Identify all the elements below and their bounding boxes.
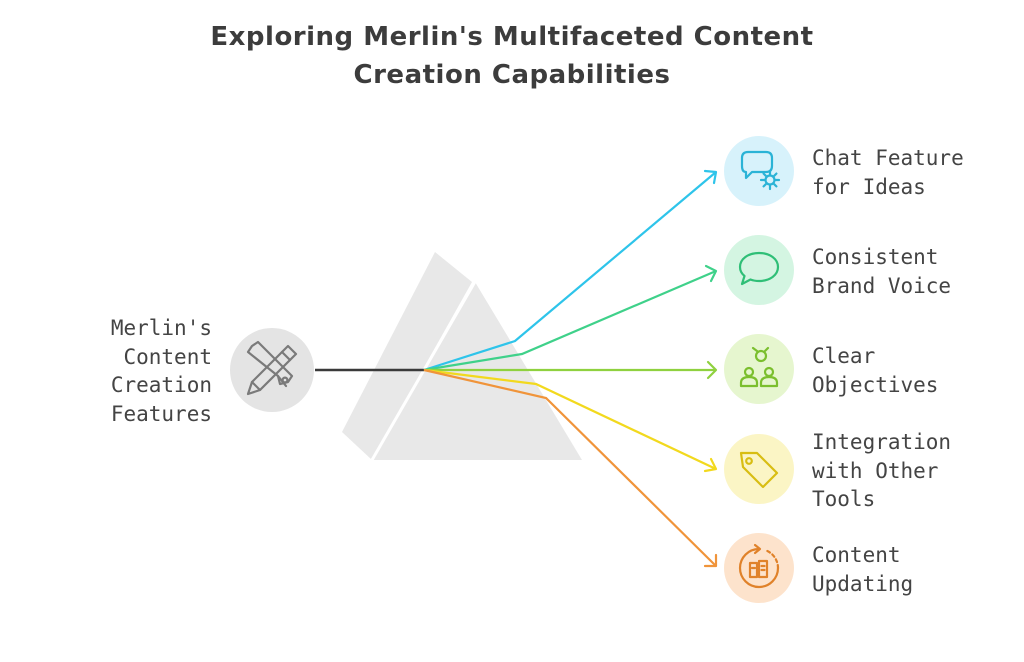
beam-integration-arrowhead: [703, 457, 718, 473]
source-label: Merlin's Content Creation Features: [60, 314, 212, 428]
beam-chat-feature-arrowhead: [703, 169, 718, 185]
source-label-line-2: Content: [123, 344, 212, 369]
feature-label: Integration with Other Tools: [812, 428, 1012, 514]
feature-label-line: with Other: [812, 458, 939, 483]
source-label-line-1: Merlin's: [110, 316, 212, 340]
feature-label: Content Updating: [812, 541, 1012, 598]
refresh-document-icon: [738, 543, 780, 589]
feature-label-line: Chat Feature: [812, 146, 964, 170]
beam-content-updating-arrowhead: [703, 553, 718, 568]
feature-label-line: for Ideas: [812, 174, 926, 199]
beam-content-updating: [423, 368, 717, 567]
beam-brand-voice: [423, 269, 717, 372]
feature-label-line: Content: [812, 543, 901, 567]
tag-icon: [739, 451, 779, 489]
feature-badge: [724, 136, 794, 206]
title-line-1: Exploring Merlin's Multifaceted Content: [210, 22, 814, 52]
feature-badge: [724, 334, 794, 404]
beam-chat-feature: [423, 171, 717, 372]
feature-badge: [724, 434, 794, 504]
title-line-2: Creation Capabilities: [353, 60, 671, 90]
beam-brand-voice-arrowhead: [704, 264, 718, 283]
feature-label-line: Objectives: [812, 372, 939, 397]
feature-label-line: Integration: [812, 430, 952, 454]
feature-label-line: Brand Voice: [812, 273, 952, 298]
feature-label: Clear Objectives: [812, 342, 1012, 399]
team-target-icon: [739, 346, 779, 388]
prism-back-face: [342, 252, 472, 460]
feature-badge: [724, 235, 794, 305]
feature-label: Chat Feature for Ideas: [812, 144, 1012, 201]
diagram-title: Exploring Merlin's Multifaceted Content …: [112, 18, 912, 94]
feature-label-line: Tools: [812, 487, 876, 511]
feature-label-line: Clear: [812, 344, 876, 368]
source-label-line-4: Features: [110, 401, 212, 426]
beam-clear-objectives-arrowhead: [706, 360, 718, 380]
feature-label: Consistent Brand Voice: [812, 243, 1012, 300]
feature-label-line: Consistent: [812, 245, 939, 269]
chat-gear-icon: [740, 150, 781, 191]
beam-integration: [423, 368, 717, 470]
speech-bubble-icon: [738, 251, 780, 286]
feature-badge: [724, 533, 794, 603]
source-badge: [230, 328, 314, 412]
feature-label-line: Updating: [812, 571, 914, 596]
pen-and-pencil-icon: [246, 340, 298, 396]
source-label-line-3: Creation: [110, 373, 212, 397]
